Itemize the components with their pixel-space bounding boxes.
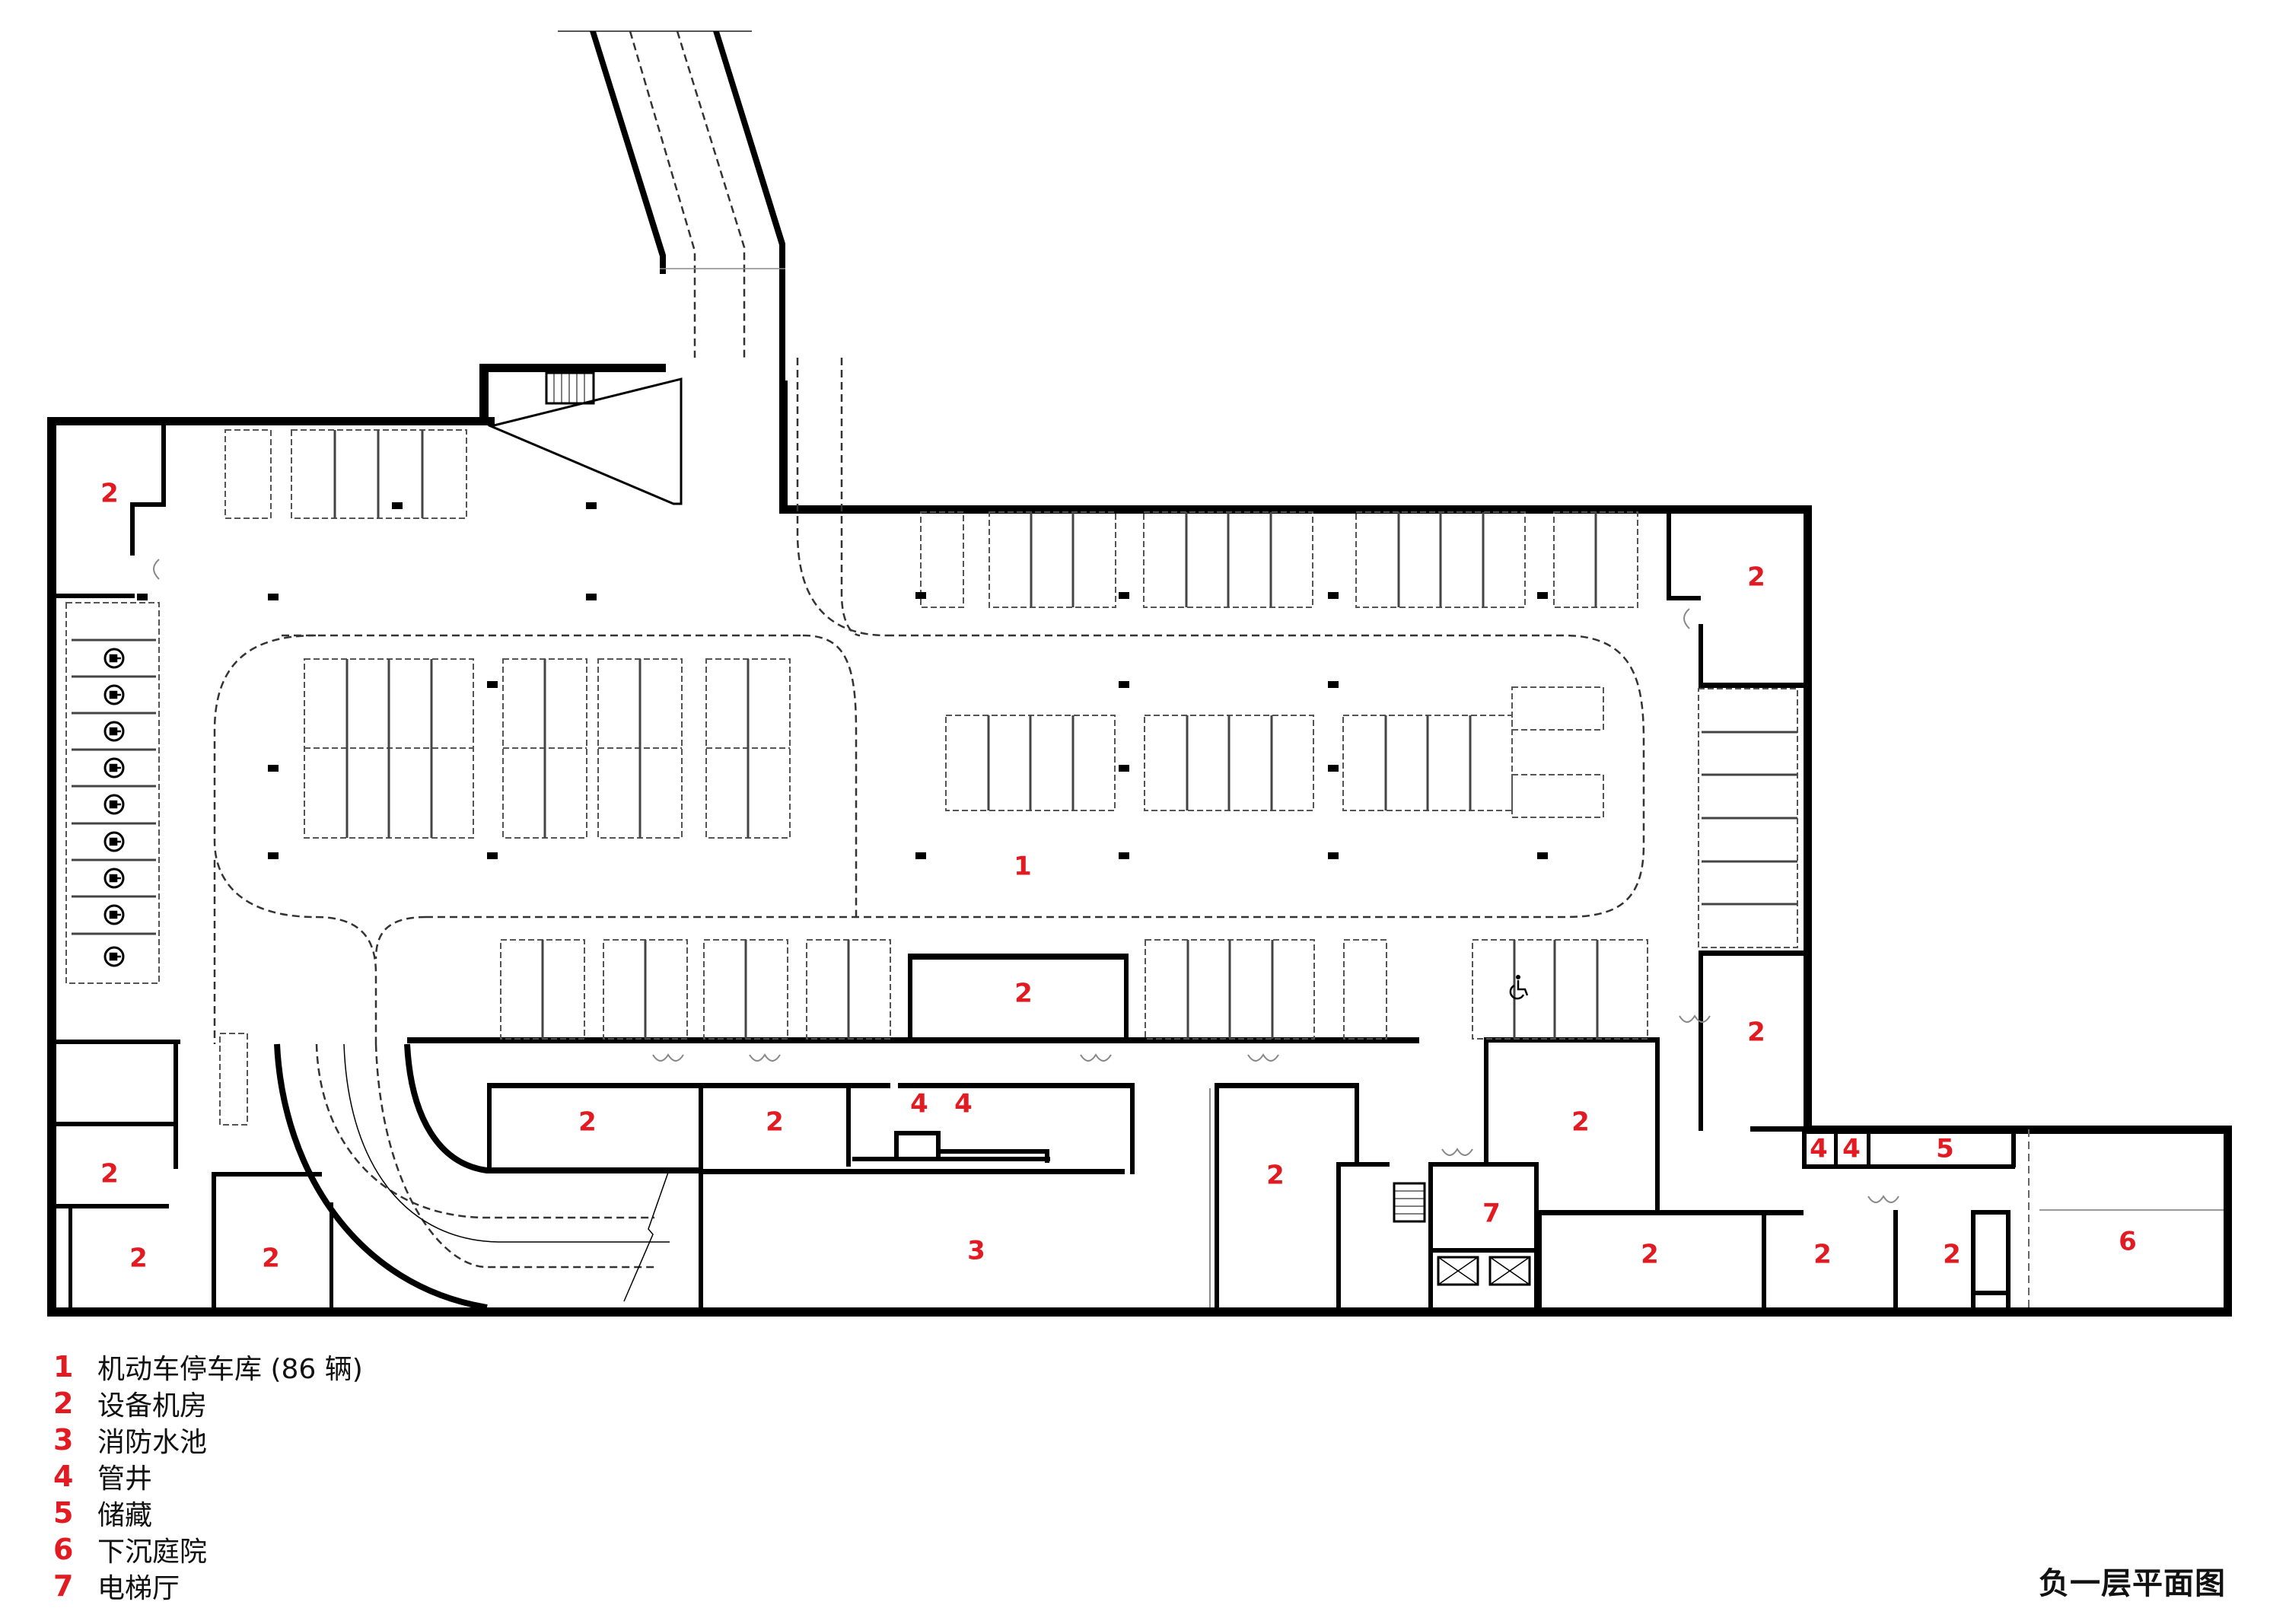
room-number-label: 5 [1936, 1134, 1954, 1164]
room-number-label: 4 [954, 1089, 973, 1119]
legend-item-fire-pool: 3 消防水池 [53, 1422, 363, 1458]
ev-charging-icon [103, 684, 125, 705]
legend-num: 5 [53, 1496, 74, 1530]
room-number-label: 2 [578, 1107, 597, 1138]
legend-item-equipment-room: 2 设备机房 [53, 1385, 363, 1422]
legend: 1 机动车停车库 (86 辆) 2 设备机房 3 消防水池 4 管井 5 储藏 … [53, 1349, 363, 1604]
ev-charging-icon [103, 721, 125, 742]
entrance-ramp [558, 30, 785, 381]
legend-num: 7 [53, 1569, 74, 1603]
legend-label: 消防水池 [97, 1427, 208, 1458]
stair-core [1393, 1182, 1426, 1223]
room-number-label: 4 [910, 1089, 928, 1119]
internal-walls [47, 422, 2224, 1310]
structural-columns [137, 502, 1548, 859]
legend-item-sunken-courtyard: 6 下沉庭院 [53, 1531, 363, 1568]
room-number-label: 2 [1641, 1240, 1659, 1270]
legend-num: 2 [53, 1387, 74, 1420]
ev-charging-icon [103, 904, 125, 925]
room-number-label: 4 [1842, 1134, 1861, 1164]
legend-num: 1 [53, 1350, 74, 1384]
legend-item-shaft: 4 管井 [53, 1458, 363, 1495]
room-number-label: 2 [1747, 1017, 1765, 1048]
room-number-label: 2 [1747, 562, 1765, 593]
room-number-label: 2 [1266, 1161, 1285, 1191]
room-number-label: 2 [100, 1159, 119, 1189]
legend-label: 下沉庭院 [97, 1536, 208, 1568]
ev-charging-icons [103, 648, 125, 967]
legend-label: 储藏 [97, 1500, 153, 1531]
legend-label: 电梯厅 [97, 1573, 180, 1604]
room-number-label: 2 [766, 1107, 784, 1138]
room-number-label: 4 [1810, 1134, 1828, 1164]
room-number-label: 7 [1482, 1199, 1501, 1229]
room-number-label: 1 [1014, 852, 1032, 882]
elevator-icons [1437, 1256, 1531, 1286]
ev-charging-icon [103, 868, 125, 889]
stair-top [545, 371, 595, 405]
drawing-title: 负一层平面图 [2039, 1566, 2226, 1601]
legend-num: 3 [53, 1423, 74, 1457]
outer-walls [47, 364, 2232, 1317]
room-number-label: 2 [1813, 1240, 1832, 1270]
legend-num: 6 [53, 1533, 74, 1566]
room-number-label: 2 [1943, 1240, 1961, 1270]
legend-item-parking: 1 机动车停车库 (86 辆) [53, 1349, 363, 1385]
accessible-parking-icon [1509, 975, 1529, 1000]
room-number-label: 2 [129, 1243, 148, 1274]
room-number-label: 6 [2119, 1227, 2137, 1257]
legend-label: 机动车停车库 (86 辆) [97, 1354, 363, 1385]
ev-charging-icon [103, 648, 125, 669]
ev-charging-icon [103, 946, 125, 967]
parking-stalls [65, 429, 1798, 1126]
legend-label: 设备机房 [97, 1390, 208, 1422]
legend-label: 管井 [97, 1463, 153, 1495]
ev-charging-icon [103, 794, 125, 815]
room-number-label: 2 [100, 479, 119, 509]
legend-item-storage: 5 储藏 [53, 1495, 363, 1531]
ev-charging-icon [103, 757, 125, 779]
room-number-label: 3 [967, 1236, 985, 1266]
room-number-label: 2 [1571, 1107, 1590, 1138]
room-number-label: 2 [262, 1243, 280, 1274]
doors [153, 559, 1899, 1203]
legend-num: 4 [53, 1460, 74, 1493]
room-number-label: 2 [1014, 979, 1033, 1009]
driving-route [213, 358, 1645, 1044]
legend-item-elevator-hall: 7 电梯厅 [53, 1568, 363, 1604]
ev-charging-icon [103, 831, 125, 852]
